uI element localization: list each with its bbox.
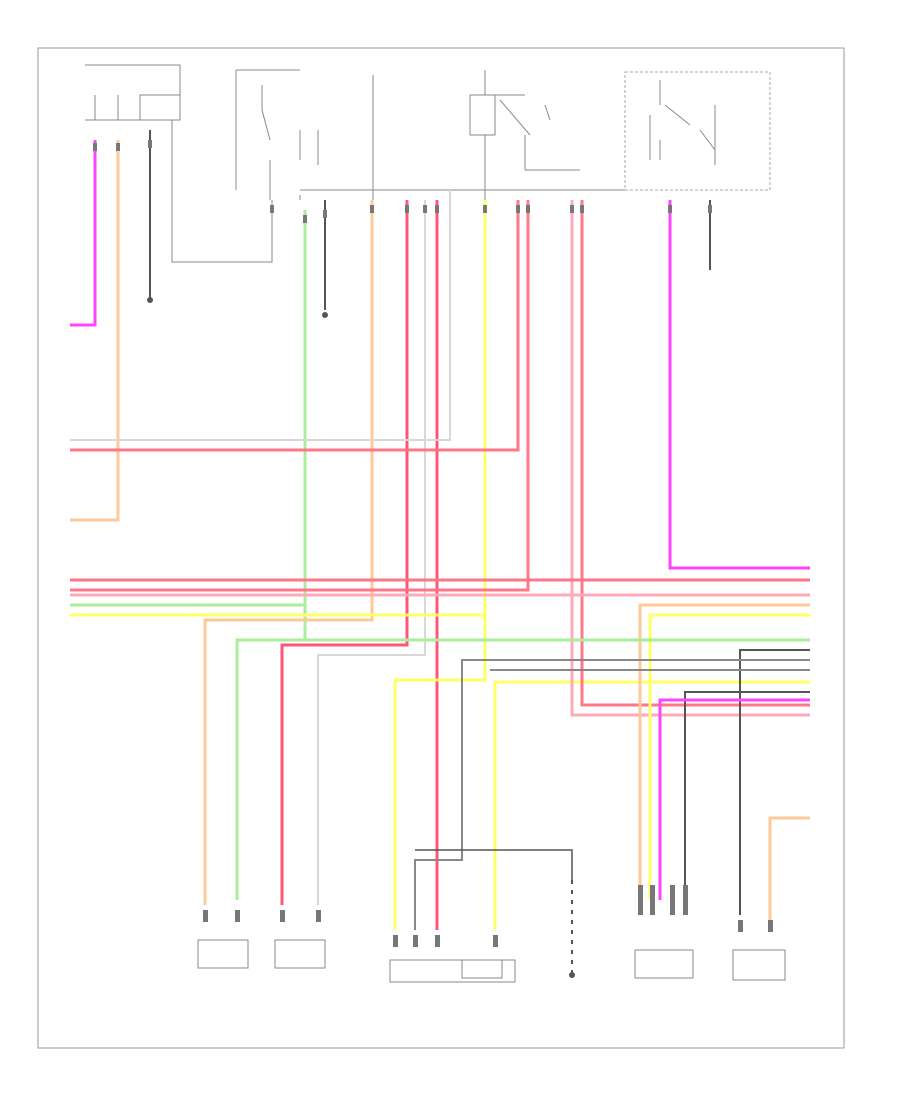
wire-pink-right — [668, 200, 810, 570]
component-control-module — [389, 935, 516, 983]
diagram-frame — [37, 47, 845, 1049]
relay-center — [469, 70, 580, 200]
wire-red-4 — [70, 200, 530, 592]
connector-pins-top — [93, 140, 712, 223]
wire-dark-right-2 — [684, 691, 810, 900]
component-sensor-1 — [197, 910, 249, 969]
component-valve — [732, 920, 786, 981]
wire-yellow-2 — [493, 680, 810, 930]
wire-gray-right-1 — [414, 659, 810, 930]
wire-red-1 — [280, 200, 409, 905]
component-motor — [634, 885, 694, 979]
fuse-switch-2 — [235, 69, 319, 200]
wire-red-6 — [580, 200, 810, 707]
wire-green — [70, 210, 307, 900]
fuse-block-left — [85, 64, 273, 263]
wire-red-3 — [70, 200, 520, 452]
wire-dark-right-1 — [739, 649, 810, 915]
wire-center-bottom — [415, 849, 573, 880]
wire-pink-left — [70, 140, 97, 327]
wire-yellow-right — [648, 613, 810, 900]
wire-yellow — [70, 200, 487, 930]
wire-tan-bottom — [768, 816, 810, 920]
relay-right-module — [624, 71, 771, 191]
wire-lightgray — [70, 190, 451, 905]
wire-tan-mid — [203, 200, 374, 905]
wire-pink-bottom — [658, 698, 810, 900]
component-sensor-2 — [274, 910, 326, 969]
wire-tan-left — [70, 140, 120, 522]
wire-tan-right — [638, 603, 810, 900]
wire-red-5 — [570, 200, 810, 717]
